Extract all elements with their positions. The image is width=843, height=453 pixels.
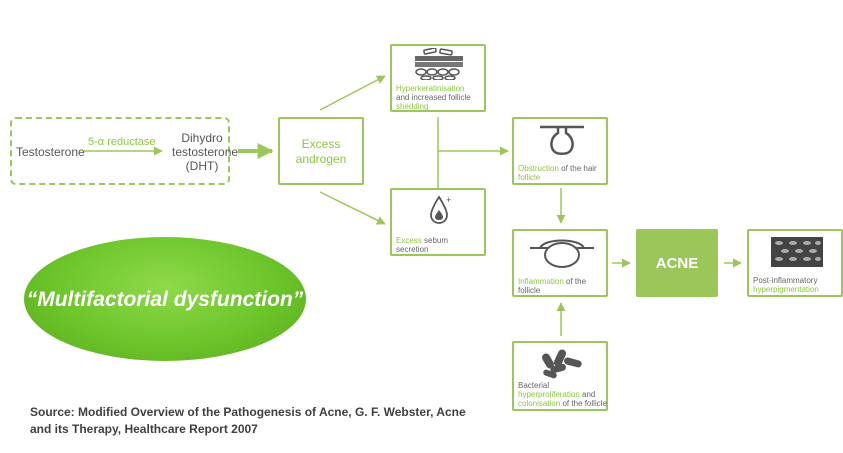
dht-line-3: (DHT): [185, 159, 219, 173]
inflammation-label: Inflammation of the follicle: [518, 277, 606, 295]
bacterial-rest: Bacterial: [518, 381, 550, 390]
obstruction-follicle: follicle: [518, 173, 541, 182]
sebum-secretion-node: + Excess sebum secretion: [390, 188, 486, 256]
hyperpigmentation-rest: Post-inflammatory: [753, 276, 818, 285]
hyperpigmentation-term: hyperpigmentation: [753, 285, 819, 294]
obstruction-term: Obstruction: [518, 164, 559, 173]
testosterone-label: Testosterone: [16, 145, 85, 159]
acne-node: ACNE: [636, 229, 718, 297]
androgen-line-2: androgen: [295, 152, 347, 166]
pigmented-skin-icon: [771, 237, 823, 267]
bacterial-node: Bacterial hyperproliferation and colonis…: [512, 341, 608, 411]
source-line-2: and its Therapy, Healthcare Report 2007: [30, 422, 258, 436]
svg-text:+: +: [446, 195, 451, 205]
callout-ellipse: [24, 237, 306, 361]
source-citation: Source: Modified Overview of the Pathoge…: [30, 404, 500, 438]
obstruction-label: Obstruction of the hair follicle: [518, 164, 606, 182]
inflammation-term: Inflammation: [518, 277, 564, 286]
obstruction-rest: of the hair: [558, 164, 597, 173]
androgen-to-hyperkeratinisation-arrow: [319, 75, 386, 111]
dht-line-2: testosterone: [172, 145, 239, 159]
bacterial-colonisation: colonisation: [518, 399, 561, 408]
sebum-label: Excess sebum secretion: [396, 236, 484, 254]
dht-line-1: Dihydro: [181, 131, 223, 145]
inflammation-follicle: follicle: [518, 286, 541, 295]
hyperpigmentation-label: Post-inflammatory hyperpigmentation: [753, 276, 841, 294]
sebum-rest: sebum: [421, 236, 449, 245]
androgen-line-1: Excess: [301, 137, 341, 151]
skin-layers-icon: [415, 48, 463, 80]
hyperkeratinisation-rest: and increased follicle: [396, 93, 471, 102]
inflammation-node: Inflammation of the follicle: [512, 229, 608, 297]
excess-androgen-node: Excess androgen: [278, 117, 364, 185]
hyperkeratinisation-node: Hyperkeratinisation and increased follic…: [390, 44, 486, 112]
obstruction-node: Obstruction of the hair follicle: [512, 117, 608, 185]
sebum-secretion-text: secretion: [396, 245, 429, 254]
bacterial-term: hyperproliferation: [518, 390, 580, 399]
hyperpigmentation-node: Post-inflammatory hyperpigmentation: [747, 229, 843, 297]
bacterial-and: and: [579, 390, 596, 399]
enzyme-label: 5-α reductase: [88, 136, 156, 148]
bacterial-follicle: of the follicle: [560, 399, 607, 408]
sebum-term: Excess: [396, 236, 422, 245]
hyperkeratinisation-shedding: shedding: [396, 102, 429, 111]
sebum-drop-icon: +: [430, 195, 451, 224]
source-line-1: Source: Modified Overview of the Pathoge…: [30, 405, 466, 419]
testosterone-conversion-box: [10, 117, 230, 185]
bacteria-icon: [542, 349, 582, 379]
inflamed-follicle-icon: [530, 239, 594, 268]
hair-follicle-icon: [540, 125, 584, 155]
hyperkeratinisation-label: Hyperkeratinisation and increased follic…: [396, 84, 484, 111]
androgen-to-sebum-arrow: [319, 191, 386, 225]
hyperkeratinisation-term: Hyperkeratinisation: [396, 84, 465, 93]
callout-text: “Multifactorial dysfunction”: [26, 288, 304, 311]
bacterial-label: Bacterial hyperproliferation and colonis…: [518, 381, 610, 408]
dht-label: Dihydro testosterone (DHT): [172, 131, 239, 173]
inflammation-rest: of the: [563, 277, 587, 286]
